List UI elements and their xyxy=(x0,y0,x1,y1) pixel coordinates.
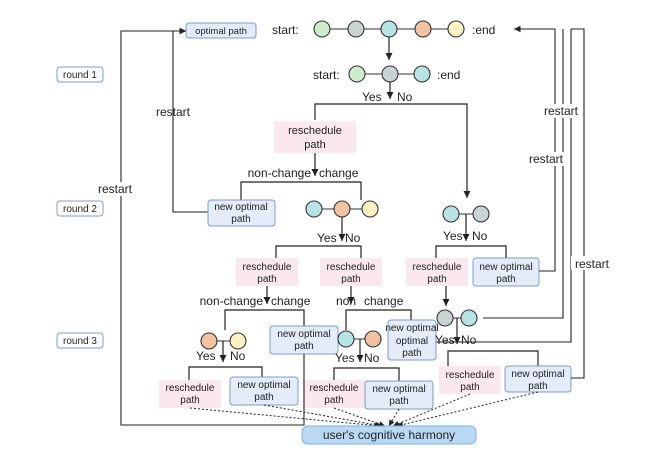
node-grey xyxy=(347,20,365,38)
reschedule-label: reschedule xyxy=(310,383,359,394)
restart-label: restart xyxy=(575,257,610,271)
path-label: path xyxy=(304,139,325,151)
node-orange xyxy=(414,20,432,38)
path-label: path xyxy=(324,395,343,406)
reschedule-label: reschedule xyxy=(243,262,292,273)
no-label: No xyxy=(230,349,246,363)
optimal-path-label: optimal path xyxy=(195,26,247,37)
path-label: path xyxy=(460,382,479,393)
path-label: path xyxy=(257,274,276,285)
start-label-r1: start: xyxy=(313,68,340,82)
no-label: No xyxy=(345,231,361,245)
path-label: path xyxy=(402,348,421,359)
no-label: No xyxy=(364,351,380,365)
change-label: change xyxy=(364,294,404,308)
new-optimal-label: new optimal xyxy=(214,202,267,213)
no-label: No xyxy=(397,90,413,104)
yes-label: Yes xyxy=(435,333,455,347)
round-3-label: round 3 xyxy=(63,336,97,347)
yes-label: Yes xyxy=(196,349,216,363)
node-grey xyxy=(436,309,454,327)
new-optimal-label: new optimal xyxy=(385,323,438,334)
node-grey xyxy=(472,205,490,223)
node-green xyxy=(348,65,366,83)
reschedule-label: reschedule xyxy=(166,383,215,394)
node-yellow xyxy=(361,200,379,218)
node-teal xyxy=(413,65,431,83)
optimal-word: optimal xyxy=(396,336,428,347)
start-label-top: start: xyxy=(272,23,299,37)
non-change-label: non-change xyxy=(248,166,312,180)
reschedule-label: reschedule xyxy=(288,125,342,137)
reschedule-path-box xyxy=(320,258,382,286)
path-label: path xyxy=(231,214,250,225)
non-label: non xyxy=(336,294,356,308)
node-teal xyxy=(442,205,460,223)
yes-label: Yes xyxy=(362,90,382,104)
reschedule-path-box xyxy=(439,366,501,394)
node-grey xyxy=(381,65,399,83)
reschedule-label: reschedule xyxy=(446,370,495,381)
reschedule-path-box xyxy=(406,258,468,286)
end-label-top: :end xyxy=(472,23,495,37)
path-label: path xyxy=(389,396,408,407)
reschedule-path-box xyxy=(274,121,356,153)
non-change-label: non-change xyxy=(200,294,264,308)
node-yellow xyxy=(229,332,247,350)
path-label: path xyxy=(341,274,360,285)
harmony-box xyxy=(301,425,477,445)
round-2-box xyxy=(56,200,104,217)
node-orange xyxy=(200,332,218,350)
path-label: path xyxy=(427,274,446,285)
round-2-label: round 2 xyxy=(63,204,97,215)
node-teal xyxy=(305,200,323,218)
round-1-label: round 1 xyxy=(63,70,97,81)
new-optimal-label: new optimal xyxy=(479,262,532,273)
path-label: path xyxy=(528,381,547,392)
reschedule-label: reschedule xyxy=(327,262,376,273)
restart-label: restart xyxy=(544,104,579,118)
node-green xyxy=(313,20,331,38)
new-optimal-path-box xyxy=(207,199,276,227)
path-label: path xyxy=(294,341,313,352)
new-optimal-label: new optimal xyxy=(277,329,330,340)
new-optimal-label: new optimal xyxy=(511,369,564,380)
reschedule-path-box xyxy=(159,380,221,408)
yes-label: Yes xyxy=(443,229,463,243)
round-3-box xyxy=(56,332,104,349)
yes-label: Yes xyxy=(335,351,355,365)
node-yellow xyxy=(447,20,465,38)
node-orange xyxy=(364,330,382,348)
path-label: path xyxy=(254,392,273,403)
no-label: No xyxy=(472,229,488,243)
new-optimal-label: new optimal xyxy=(372,384,425,395)
reschedule-path-box xyxy=(303,380,365,408)
node-teal xyxy=(380,20,398,38)
node-teal xyxy=(337,330,355,348)
reschedule-label: reschedule xyxy=(413,262,462,273)
restart-label: restart xyxy=(98,182,133,196)
node-teal xyxy=(460,309,478,327)
harmony-label: user's cognitive harmony xyxy=(323,428,455,442)
new-optimal-path-box xyxy=(472,257,540,287)
change-label: change xyxy=(319,166,359,180)
round-1-box xyxy=(56,66,104,83)
yes-label: Yes xyxy=(317,231,337,245)
no-label: No xyxy=(461,333,477,347)
new-optimal-label: new optimal xyxy=(237,380,290,391)
path-label: path xyxy=(180,395,199,406)
end-label-r1: :end xyxy=(437,68,460,82)
restart-label: restart xyxy=(529,152,564,166)
node-orange xyxy=(333,200,351,218)
restart-label: restart xyxy=(156,105,191,119)
change-label: change xyxy=(271,294,311,308)
reschedule-path-box xyxy=(236,258,298,286)
path-label: path xyxy=(496,274,515,285)
